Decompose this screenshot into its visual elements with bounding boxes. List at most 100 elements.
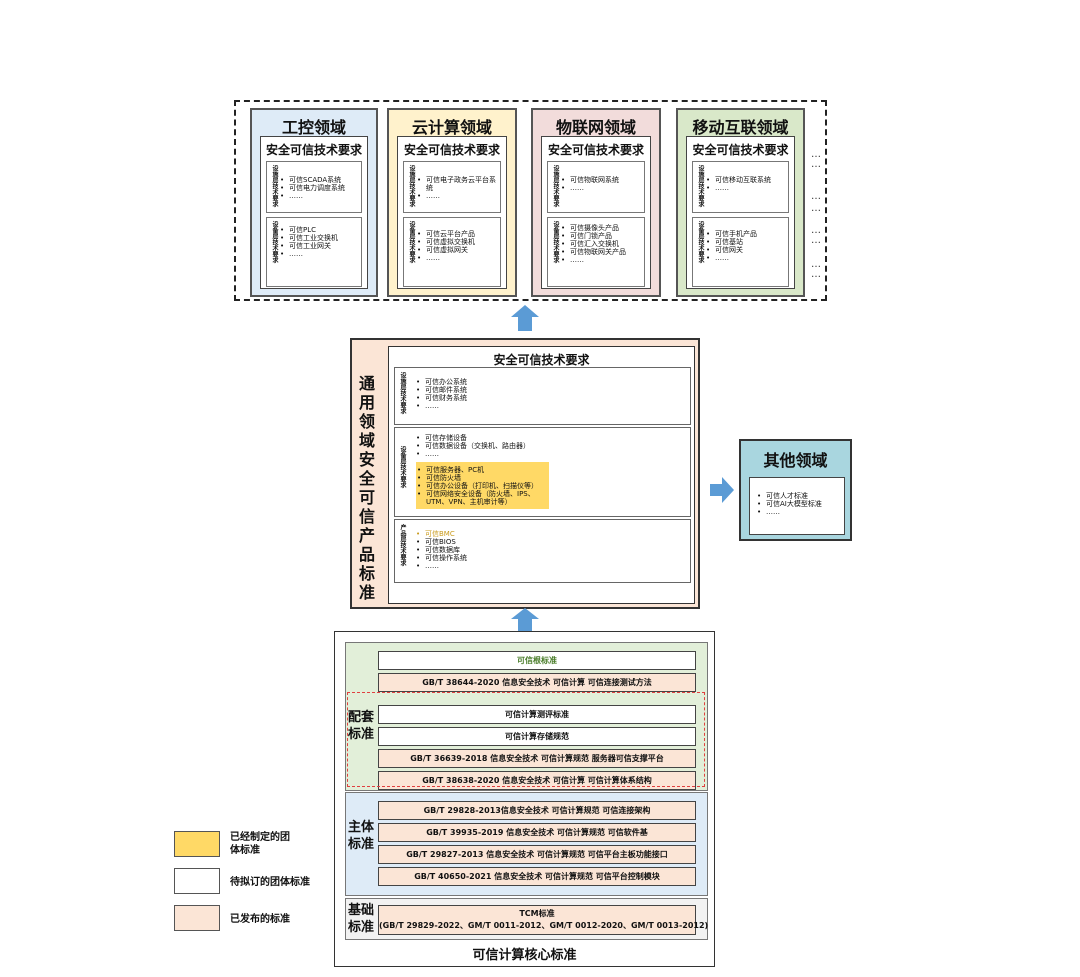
ellipsis-more: … <box>811 149 821 160</box>
main-standards-band: 主体标准 GB/T 29828-2013信息安全技术 可信计算规范 可信连接架构… <box>345 792 708 896</box>
facility-layer: 设施层技术要求 可信移动互联系统 …… <box>692 161 789 213</box>
device-layer: 设备层技术要求 可信云平台产品 可信虚拟交换机 可信虚拟网关 …… <box>403 217 501 287</box>
list-item: 可信云平台产品 <box>417 230 500 238</box>
list-item: …… <box>416 562 690 570</box>
device-layer-label: 设备层技术要求 <box>271 221 278 263</box>
list-item: 可信电力调度系统 <box>280 184 361 192</box>
facility-layer: 设施层技术要求 可信电子政务云平台系统 …… <box>403 161 501 213</box>
tcm-title: TCM标准 <box>519 909 555 918</box>
ellipsis-more: … <box>811 269 821 280</box>
list-item: 可信汇入交换机 <box>561 240 644 248</box>
list-item: 可信基站 <box>706 238 788 246</box>
list-item: 可信移动互联系统 <box>706 176 788 184</box>
device-layer-label: 设备层技术要求 <box>697 221 704 263</box>
list-item: 可信SCADA系统 <box>280 176 361 184</box>
domain-card-mobile: 移动互联领域 安全可信技术要求 设施层技术要求 可信移动互联系统 …… 设备层技… <box>676 108 805 297</box>
list-item: 可信办公设备（打印机、扫描仪等） <box>417 482 549 490</box>
standard-item: 可信计算存储规范 <box>378 727 696 746</box>
other-domain-title: 其他领域 <box>763 451 828 470</box>
list-item: …… <box>417 254 500 262</box>
list-item: …… <box>706 184 788 192</box>
device-layer: 设备层技术要求 可信摄像头产品 可信门锁产品 可信汇入交换机 可信物联网关产品 … <box>547 217 645 287</box>
arrow-up-icon <box>511 608 539 632</box>
ellipsis-more: … <box>811 235 821 246</box>
arrow-right-icon <box>710 477 734 503</box>
domain-card-iot: 物联网领域 安全可信技术要求 设施层技术要求 可信物联网系统 …… 设备层技术要… <box>531 108 661 297</box>
legend-swatch-established <box>174 831 220 857</box>
standard-item: 可信计算测评标准 <box>378 705 696 724</box>
main-standards-label: 主体标准 <box>348 820 375 852</box>
domains-dashed-frame <box>234 100 827 301</box>
legend-label-pending: 待拟订的团体标准 <box>230 877 310 888</box>
list-item: 可信BMC <box>416 530 690 538</box>
facility-layer-label: 设施层技术要求 <box>552 165 559 207</box>
device-layer-label: 设备层技术要求 <box>552 221 559 263</box>
list-item: …… <box>417 192 500 200</box>
list-item: 可信物联网关产品 <box>561 248 644 256</box>
facility-layer: 设施层技术要求 可信SCADA系统 可信电力调度系统 …… <box>266 161 362 213</box>
core-standards-title: 可信计算核心标准 <box>472 948 577 963</box>
list-item: 可信防火墙 <box>417 474 549 482</box>
domain-title: 物联网领域 <box>555 118 636 137</box>
list-item: 可信数据设备（交换机、路由器） <box>416 442 690 450</box>
domain-requirements-box: 安全可信技术要求 设施层技术要求 可信SCADA系统 可信电力调度系统 …… 设… <box>260 136 368 289</box>
ellipsis-more: … <box>811 159 821 170</box>
facility-layer: 设施层技术要求 可信办公系统 可信邮件系统 可信财务系统 …… <box>394 367 691 425</box>
legend-swatch-published <box>174 905 220 931</box>
standard-item: GB/T 40650-2021 信息安全技术 可信计算规范 可信平台控制模块 <box>378 867 696 886</box>
list-item: 可信财务系统 <box>416 394 690 402</box>
list-item: …… <box>757 508 844 516</box>
domain-requirements-box: 安全可信技术要求 设施层技术要求 可信电子政务云平台系统 …… 设备层技术要求 … <box>397 136 507 289</box>
device-layer-label: 设备层技术要求 <box>399 446 406 488</box>
list-item: 可信工业交换机 <box>280 234 361 242</box>
requirements-title: 安全可信技术要求 <box>493 353 590 367</box>
base-standards-band: 基础标准 TCM标准 (GB/T 29829-2022、GM/T 0011-20… <box>345 898 708 940</box>
domain-requirements-box: 安全可信技术要求 设施层技术要求 可信物联网系统 …… 设备层技术要求 可信摄像… <box>541 136 651 289</box>
standard-item: GB/T 29828-2013信息安全技术 可信计算规范 可信连接架构 <box>378 801 696 820</box>
domain-title: 云计算领域 <box>411 118 492 137</box>
arrow-up-icon <box>511 305 539 331</box>
requirements-title: 安全可信技术要求 <box>692 143 789 157</box>
standard-item-tcm: TCM标准 (GB/T 29829-2022、GM/T 0011-2012、GM… <box>378 905 708 935</box>
facility-layer-label: 设施层技术要求 <box>399 372 406 414</box>
list-item: 可信门锁产品 <box>561 232 644 240</box>
list-item: 可信摄像头产品 <box>561 224 644 232</box>
list-item: 可信工业网关 <box>280 242 361 250</box>
ellipsis-more: … <box>811 191 821 202</box>
list-item: 可信网络安全设备（防火墙、IPS、UTM、VPN、主机审计等） <box>417 490 549 506</box>
other-domain-list-box: 可信人才标准 可信AI大模型标准 …… <box>749 477 845 535</box>
domain-title: 移动互联领域 <box>692 118 789 137</box>
base-standards-label: 基础标准 <box>348 903 375 935</box>
device-layer: 设备层技术要求 可信手机产品 可信基站 可信网关 …… <box>692 217 789 287</box>
list-item: 可信邮件系统 <box>416 386 690 394</box>
legend-label-established: 已经制定的团体标准 <box>230 832 290 856</box>
standard-item: GB/T 36639-2018 信息安全技术 可信计算规范 服务器可信支撑平台 <box>378 749 696 768</box>
list-item: 可信PLC <box>280 226 361 234</box>
list-item: 可信AI大模型标准 <box>757 500 844 508</box>
list-item: 可信数据库 <box>416 546 690 554</box>
device-layer-label: 设备层技术要求 <box>408 221 415 263</box>
list-item: …… <box>280 192 361 200</box>
ellipsis-more: … <box>811 225 821 236</box>
list-item: 可信操作系统 <box>416 554 690 562</box>
domain-title: 工控领域 <box>281 118 346 137</box>
facility-layer-label: 设施层技术要求 <box>408 165 415 207</box>
support-standards-label: 配套标准 <box>348 710 375 742</box>
ellipsis-more: … <box>811 259 821 270</box>
group-standards-dashed-outline <box>347 692 705 787</box>
legend-swatch-pending <box>174 868 220 894</box>
list-item: 可信电子政务云平台系统 <box>417 176 500 192</box>
list-item: 可信虚拟交换机 <box>417 238 500 246</box>
domain-card-ics: 工控领域 安全可信技术要求 设施层技术要求 可信SCADA系统 可信电力调度系统… <box>250 108 378 297</box>
list-item: 可信BIOS <box>416 538 690 546</box>
general-standards-panel: 通用领域安全可信产品标准 安全可信技术要求 设施层技术要求 可信办公系统 可信邮… <box>350 338 700 609</box>
list-item: …… <box>706 254 788 262</box>
list-item: 可信人才标准 <box>757 492 844 500</box>
standard-item: GB/T 38638-2020 信息安全技术 可信计算 可信计算体系结构 <box>378 771 696 790</box>
list-item: 可信物联网系统 <box>561 176 644 184</box>
list-item: …… <box>280 250 361 258</box>
standard-item: GB/T 29827-2013 信息安全技术 可信计算规范 可信平台主板功能接口 <box>378 845 696 864</box>
list-item: 可信网关 <box>706 246 788 254</box>
list-item: 可信存储设备 <box>416 434 690 442</box>
list-item: 可信手机产品 <box>706 230 788 238</box>
